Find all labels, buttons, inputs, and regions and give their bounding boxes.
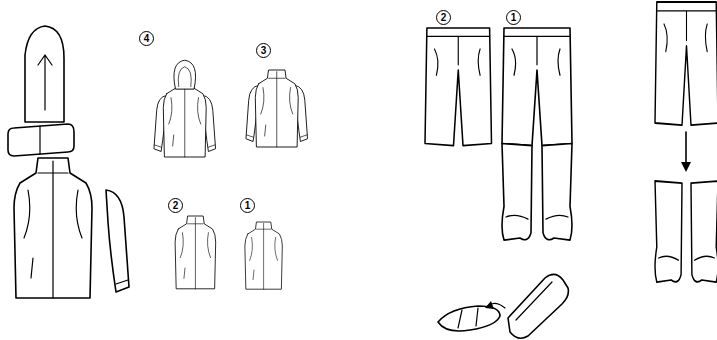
link-arrowhead	[485, 301, 494, 309]
callout-number: 1	[245, 201, 251, 211]
hooded-jacket	[154, 60, 216, 157]
callout-circle: 4	[139, 31, 154, 46]
callout-circle: 1	[506, 10, 521, 25]
callout-number: 1	[511, 13, 517, 23]
callout-circle: 2	[436, 10, 451, 25]
detached-collar	[8, 124, 74, 156]
callout-circle: 1	[240, 198, 255, 213]
long-pants	[502, 28, 572, 240]
jacket-body	[14, 158, 92, 298]
attach-arrow	[681, 132, 691, 172]
callout-circle: 3	[256, 43, 271, 58]
callout-number: 2	[173, 201, 179, 211]
callout-number: 4	[144, 34, 150, 44]
shorts-top	[655, 2, 717, 125]
callout-circle: 2	[168, 198, 183, 213]
detached-legs	[655, 181, 717, 282]
callout-number: 3	[261, 46, 267, 56]
detached-sleeve	[106, 190, 129, 292]
collared-jacket	[246, 70, 308, 147]
callout-number: 2	[441, 13, 447, 23]
shorts	[425, 28, 492, 146]
pouch	[508, 274, 568, 338]
vest	[245, 222, 282, 289]
detached-hood	[25, 26, 64, 122]
collared-vest	[175, 216, 216, 289]
sandal	[438, 306, 500, 331]
